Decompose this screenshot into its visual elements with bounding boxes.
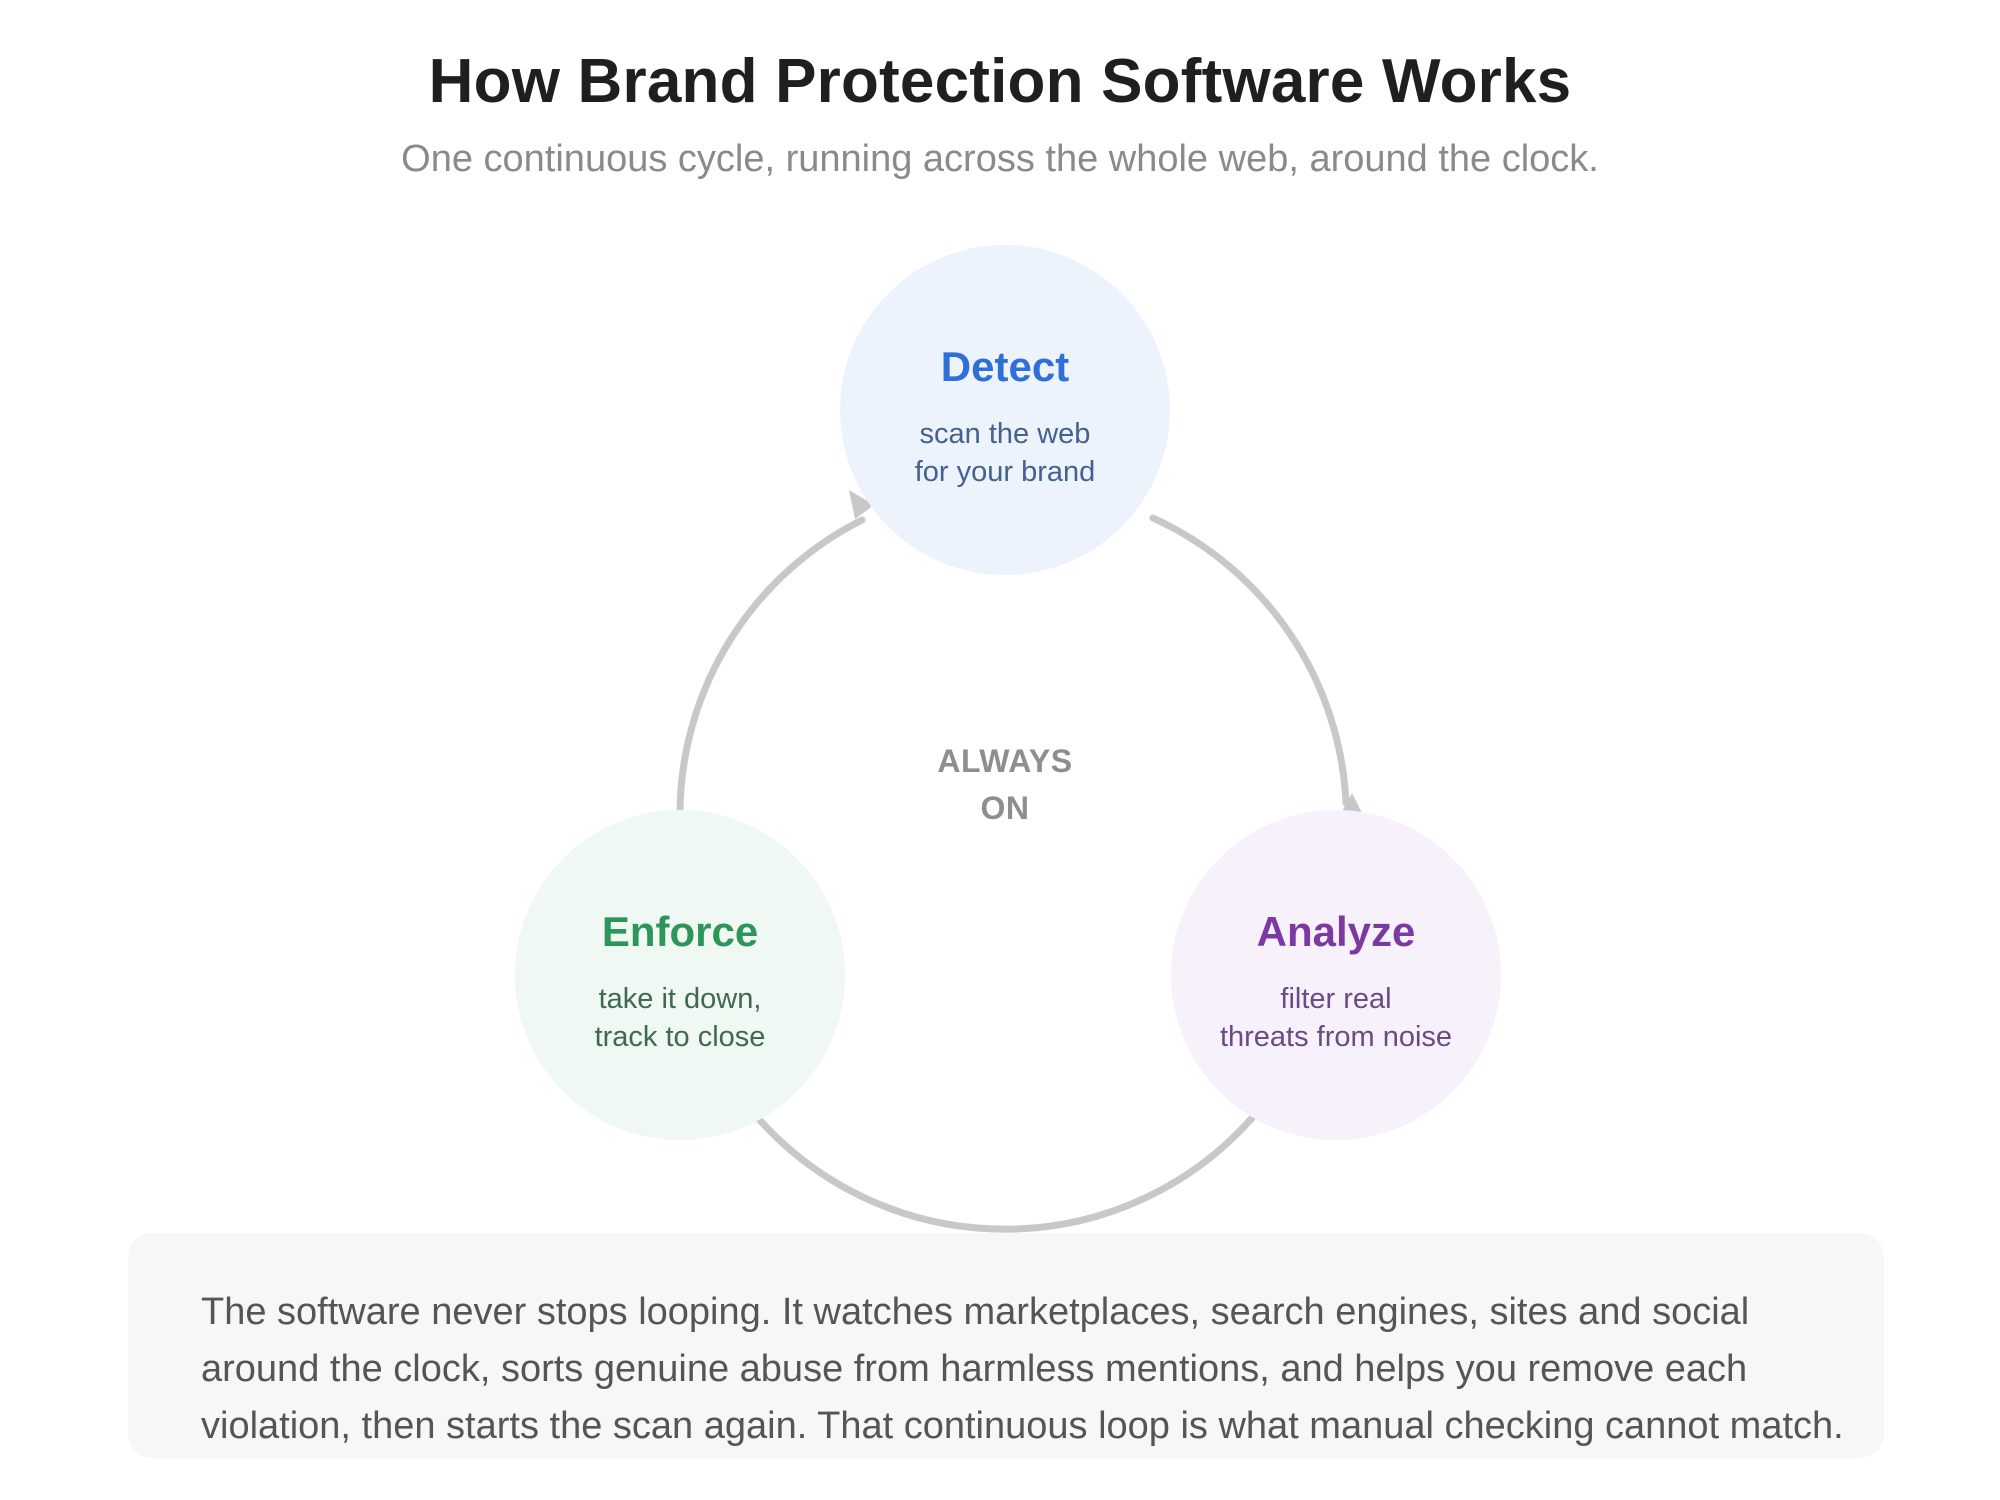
enforce-description-line-2: track to close: [594, 1021, 766, 1053]
analyze-title: Analyze: [1256, 908, 1416, 955]
enforce-node: Enforce take it down, track to close: [515, 810, 845, 1140]
detect-node: Detect scan the web for your brand: [840, 245, 1170, 575]
enforce-description-line-1: take it down,: [598, 983, 762, 1015]
detect-description: scan the web for your brand: [840, 415, 1170, 491]
arrowhead-to-analyze-icon: [1340, 793, 1363, 815]
cycle-arrow-detect-to-analyze: [1149, 514, 1350, 807]
cycle-arrow-enforce-to-detect: [676, 516, 866, 814]
summary-text: The software never stops looping. It wat…: [201, 1284, 1884, 1455]
arrowhead-to-detect-icon: [849, 490, 874, 519]
summary-line-3: violation, then starts the scan again. T…: [201, 1405, 1844, 1447]
analyze-description-line-2: threats from noise: [1219, 1021, 1453, 1053]
summary-line-1: The software never stops looping. It wat…: [201, 1291, 1750, 1333]
page-title: How Brand Protection Software Works: [428, 47, 1572, 116]
summary-callout: The software never stops looping. It wat…: [128, 1233, 1884, 1458]
analyze-description-line-1: filter real: [1280, 983, 1392, 1015]
page-subtitle: One continuous cycle, running across the…: [401, 138, 1599, 180]
analyze-node: Analyze filter real threats from noise: [1171, 810, 1501, 1140]
always-on-label-line-1: ALWAYS: [937, 743, 1073, 779]
always-on-label-line-2: ON: [980, 790, 1030, 826]
enforce-title: Enforce: [601, 908, 759, 955]
always-on-label: ALWAYS ON: [905, 738, 1105, 832]
detect-description-line-2: for your brand: [914, 456, 1096, 488]
cycle-arrow-analyze-to-enforce: [754, 1114, 1256, 1233]
enforce-description: take it down, track to close: [515, 980, 845, 1056]
detect-description-line-1: scan the web: [919, 418, 1091, 450]
summary-line-2: around the clock, sorts genuine abuse fr…: [201, 1348, 1748, 1390]
analyze-description: filter real threats from noise: [1171, 980, 1501, 1056]
detect-title: Detect: [940, 343, 1070, 390]
